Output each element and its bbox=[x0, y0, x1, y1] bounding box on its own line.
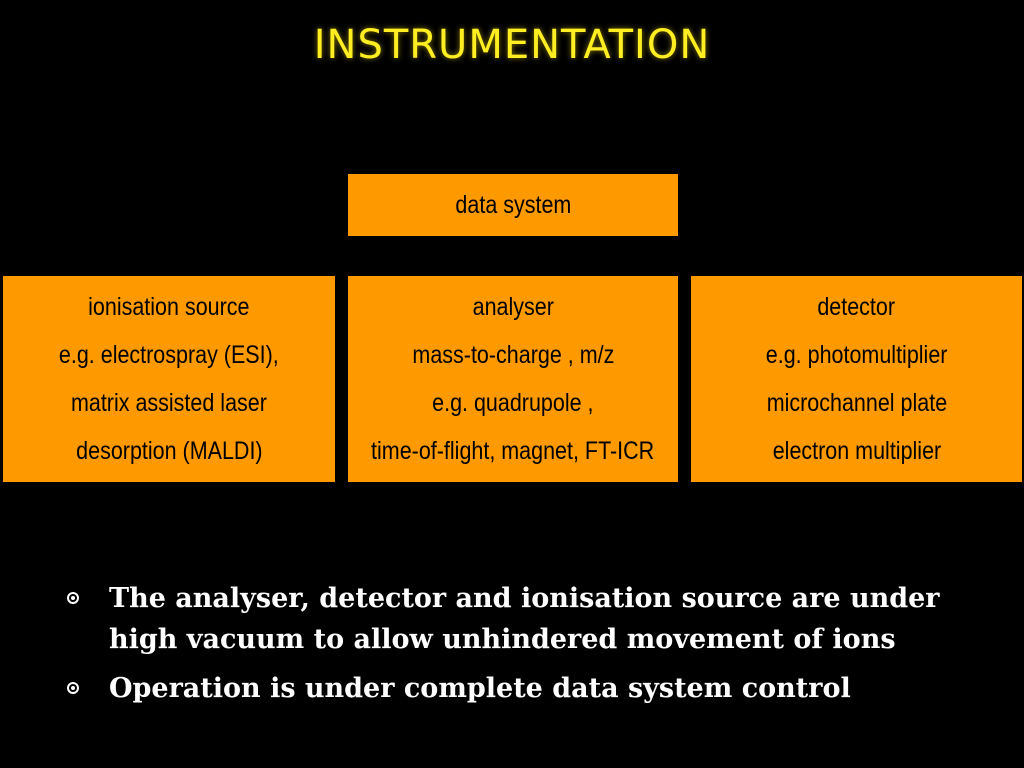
box-line: electron multiplier bbox=[772, 437, 941, 465]
box-line: data system bbox=[455, 191, 571, 219]
box-line: ionisation source bbox=[88, 293, 250, 321]
ionisation-source-box: ionisation source e.g. electrospray (ESI… bbox=[3, 276, 335, 482]
bullet-list: The analyser, detector and ionisation so… bbox=[66, 578, 996, 717]
bullet-text: Operation is under complete data system … bbox=[109, 673, 851, 704]
data-system-box: data system bbox=[348, 174, 678, 236]
box-line: time-of-flight, magnet, FT-ICR bbox=[371, 437, 655, 465]
circled-dot-bullet-icon bbox=[67, 682, 79, 694]
slide-title: INSTRUMENTATION bbox=[313, 22, 711, 68]
bullet-item: The analyser, detector and ionisation so… bbox=[66, 578, 996, 660]
circled-dot-bullet-icon bbox=[67, 592, 79, 604]
detector-box: detector e.g. photomultiplier microchann… bbox=[691, 276, 1022, 482]
box-line: microchannel plate bbox=[766, 389, 947, 417]
box-line: matrix assisted laser bbox=[71, 389, 267, 417]
analyser-box: analyser mass-to-charge , m/z e.g. quadr… bbox=[348, 276, 678, 482]
box-line: detector bbox=[817, 293, 896, 321]
bullet-item: Operation is under complete data system … bbox=[66, 668, 996, 709]
box-line: analyser bbox=[472, 293, 554, 321]
box-line: e.g. quadrupole , bbox=[432, 389, 594, 417]
bullet-text: The analyser, detector and ionisation so… bbox=[109, 583, 940, 655]
box-line: mass-to-charge , m/z bbox=[412, 341, 614, 369]
box-line: desorption (MALDI) bbox=[75, 437, 263, 465]
box-line: e.g. photomultiplier bbox=[765, 341, 948, 369]
box-line: e.g. electrospray (ESI), bbox=[59, 341, 279, 369]
